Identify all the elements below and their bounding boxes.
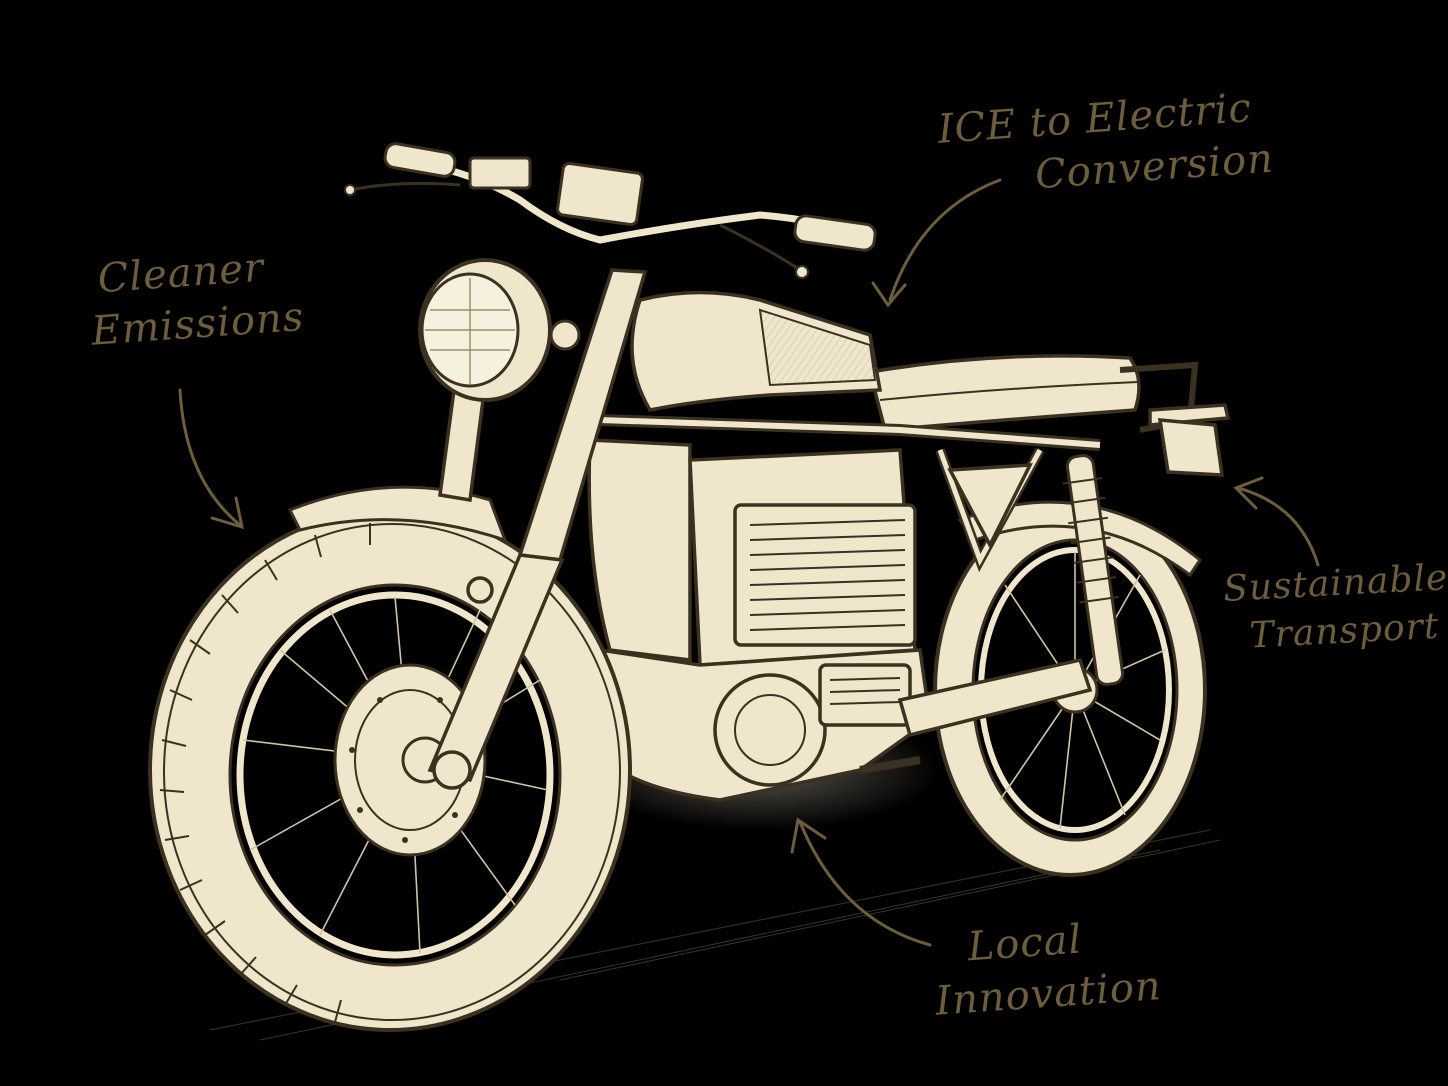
frame [587, 290, 1231, 802]
annotation-local-innovation: Local Innovation [930, 908, 1163, 1028]
rear-fender [957, 500, 1203, 578]
rear-shock [1062, 454, 1125, 686]
handlebars [344, 142, 877, 279]
front-wheel [148, 508, 632, 1032]
annotation-arrows [178, 178, 1320, 947]
front-fender [287, 485, 508, 543]
arrow-local-icon [790, 817, 932, 947]
arrow-ice-icon [871, 178, 1002, 308]
arrow-sustainable-icon [1233, 476, 1320, 567]
annotation-sustainable-transport: Sustainable Transport [1222, 554, 1448, 662]
headlight [418, 258, 581, 402]
annotation-cleaner-emissions: Cleaner Emissions [86, 239, 306, 358]
arrow-cleaner-icon [178, 388, 244, 530]
